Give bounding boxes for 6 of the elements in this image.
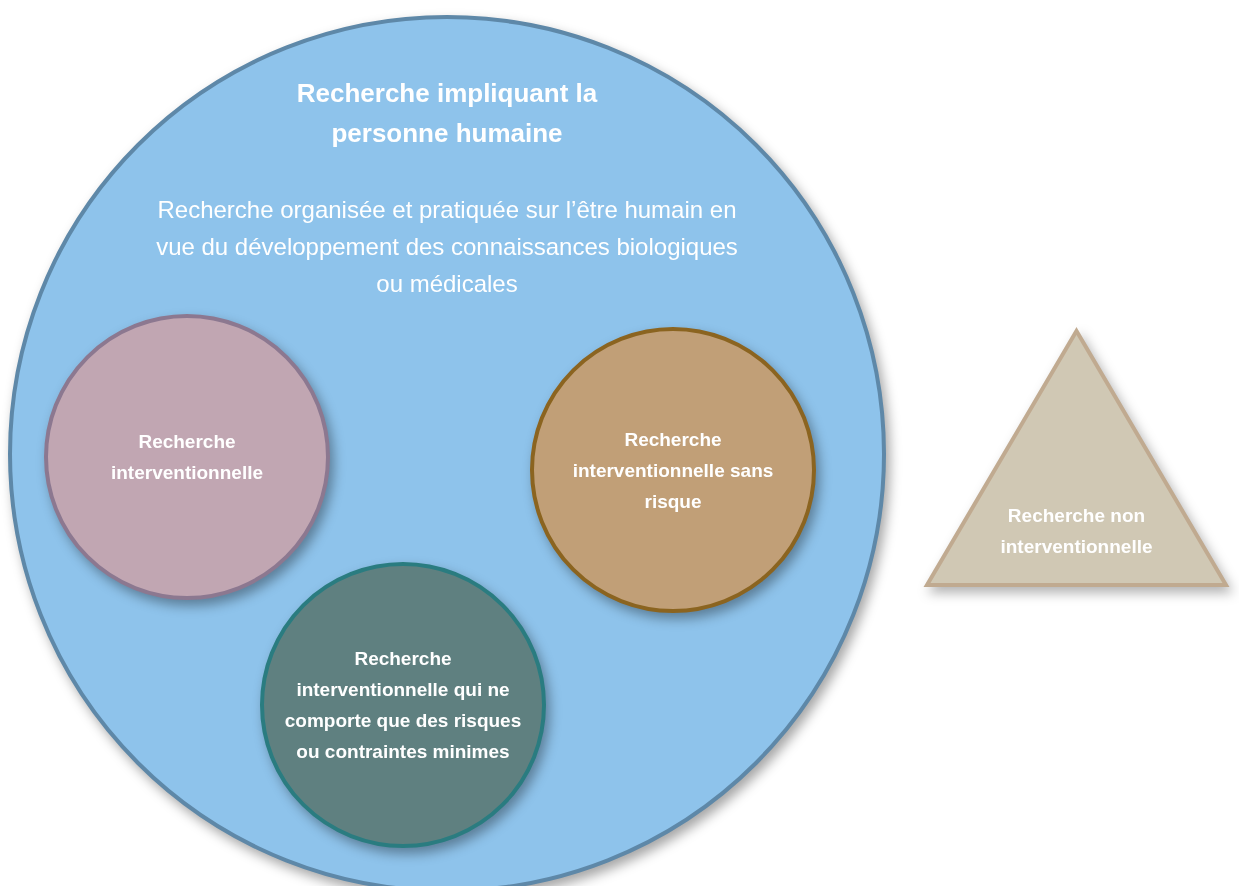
node-label: Recherche interventionnelle qui ne comporte que des risques ou contraintes minimes	[283, 647, 523, 764]
node-label: Recherche interventionnelle	[110, 430, 264, 485]
node-label: Recherche interventionnelle sans risque	[571, 427, 775, 514]
title: Recherche impliquant la personne humaine	[295, 77, 599, 150]
node-label: Recherche non interventionnelle	[999, 504, 1154, 559]
description: Recherche organisée et pratiquée sur l’être humain en vue du développement des connaissances biologiques ou médicales	[155, 195, 739, 299]
